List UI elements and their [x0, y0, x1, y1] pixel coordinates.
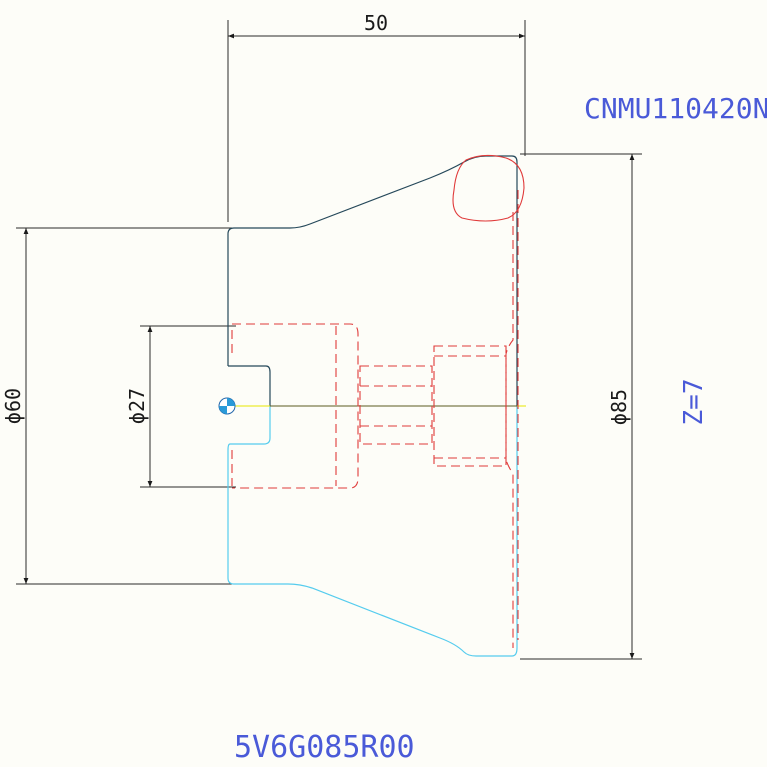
outer-diameter-label: ϕ85 — [607, 389, 631, 425]
insert-outline — [452, 154, 525, 222]
teeth-count-label: Z=7 — [679, 379, 709, 426]
lower-step-outline — [227, 406, 271, 451]
left-diameter-dimension: ϕ60 — [1, 227, 232, 585]
bore-diameter-label: ϕ27 — [125, 388, 149, 424]
width-dimension-label: 50 — [364, 11, 388, 35]
lower-profile-outline — [227, 406, 518, 657]
width-dimension: 50 — [227, 11, 526, 222]
bore-diameter-dimension: ϕ27 — [125, 325, 236, 488]
left-diameter-label: ϕ60 — [1, 388, 25, 424]
origin-marker-icon — [218, 397, 236, 415]
part-code-label: 5V6G085R00 — [234, 730, 415, 765]
insert-code-label: CNMU110420N — [584, 92, 767, 125]
outer-diameter-dimension: ϕ85 — [520, 153, 642, 660]
upper-profile-outline — [227, 155, 518, 406]
upper-step-outline — [228, 365, 271, 406]
hidden-features — [231, 190, 519, 648]
